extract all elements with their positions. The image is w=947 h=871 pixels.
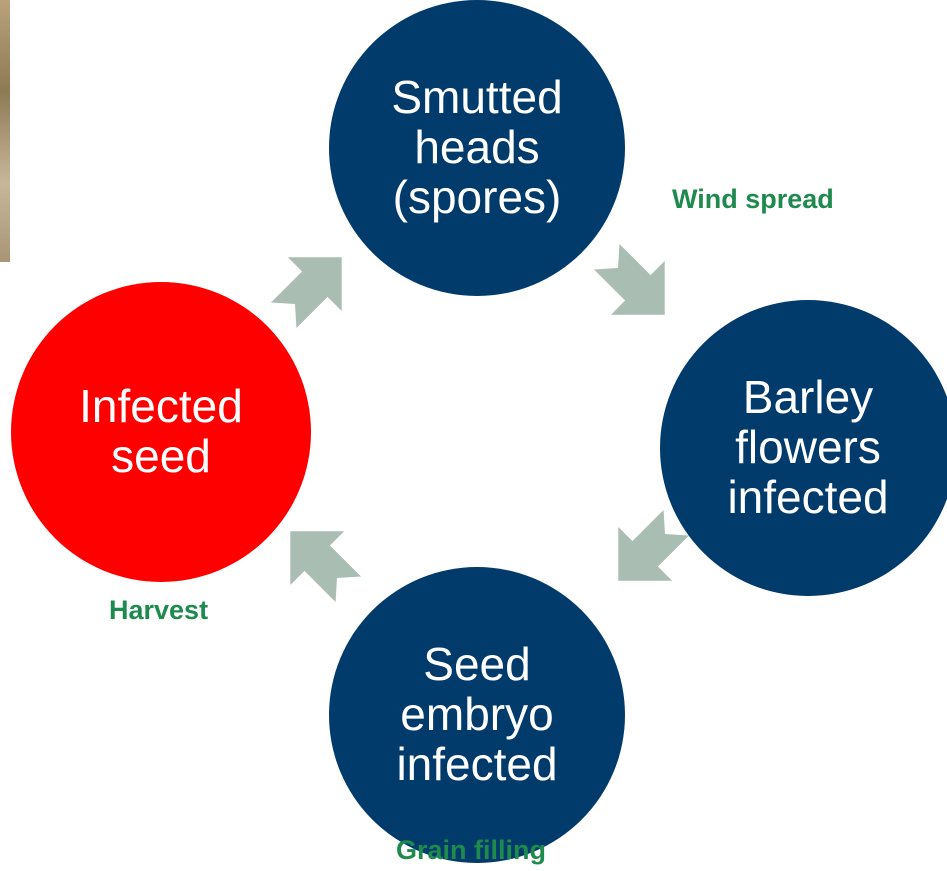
seed-embryo-label: Seed embryo infected: [396, 640, 557, 789]
barley-flowers-node: Barley flowers infected: [660, 300, 947, 596]
smutted-heads-node: Smutted heads (spores): [329, 0, 625, 296]
infected-seed-node: Infected seed: [11, 282, 311, 582]
infected-seed-label: Infected seed: [79, 382, 243, 481]
grain-filling-label: Grain filling: [396, 835, 546, 866]
wind-spread-label: Wind spread: [672, 184, 834, 215]
arrow-seed-to-heads: [257, 230, 369, 342]
seed-embryo-node: Seed embryo infected: [329, 567, 625, 863]
smutted-heads-label: Smutted heads (spores): [391, 73, 562, 222]
arrow-heads-to-flowers: [580, 230, 692, 342]
barley-flowers-label: Barley flowers infected: [727, 373, 888, 522]
harvest-label: Harvest: [109, 595, 208, 626]
